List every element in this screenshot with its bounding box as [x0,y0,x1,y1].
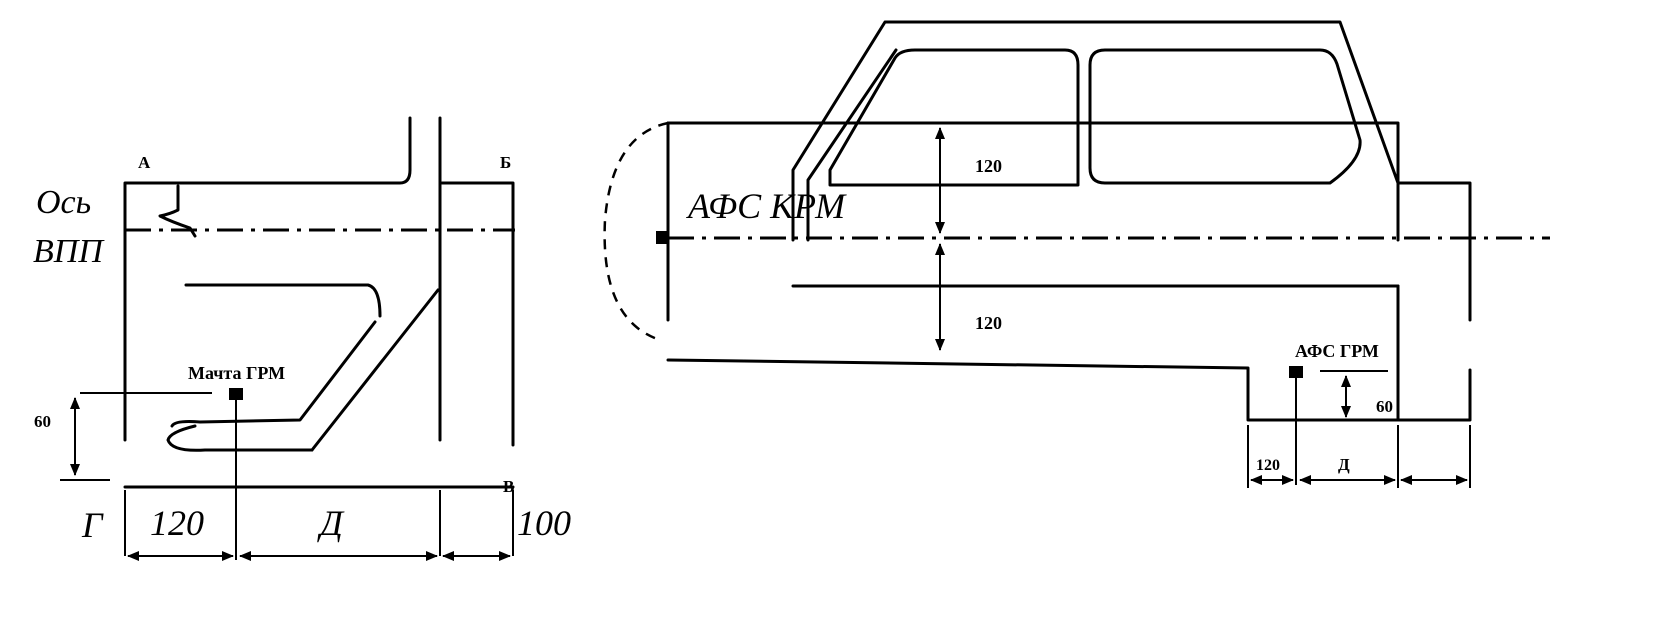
left-taxiway-diag [170,320,377,428]
right-window-left-inner [806,48,898,242]
left-dim-120-label: 120 [150,503,204,543]
left-dim-d-label: Д [317,503,345,543]
right-afs-grm-marker [1289,366,1303,378]
right-afs-grm-label: АФС ГРМ [1295,341,1379,361]
left-mast-marker [229,388,243,400]
right-outline-bottom [666,358,1472,422]
left-axis-label-2: ВПП [33,233,105,270]
left-hook-shape [158,184,197,238]
right-afs-krm-marker [656,231,669,244]
right-roof-outer [791,20,1472,242]
left-point-g: Г [81,505,104,545]
right-window-right [1088,48,1362,185]
left-boundary-right [440,181,515,447]
left-taxiway-diag2 [310,288,440,452]
right-diagram: АФС КРМ 120 120 АФС ГРМ 60 120 Д [603,20,1550,488]
right-dim-120-bottom-label: 120 [975,313,1002,333]
right-window-left [828,48,1080,187]
right-dim-120-top-label: 120 [975,156,1002,176]
right-dim-d-label: Д [1338,455,1350,474]
left-dim-100-label: 100 [517,503,571,543]
left-dim-60-label: 60 [34,412,51,431]
left-point-a: А [138,153,151,172]
left-point-v: В [503,477,514,496]
left-diagram: А Б В Г Ось ВПП Мачта ГРМ 60 120 Д 100 [33,116,571,561]
left-point-b: Б [500,153,511,172]
left-boundary-top-left [123,116,412,442]
right-outline-top [666,121,1400,242]
left-taxiway-top [184,283,382,318]
right-dim-120-label: 120 [1256,457,1280,474]
right-afs-krm-label: АФС КРМ [686,186,847,226]
left-mast-label: Мачта ГРМ [188,363,285,383]
left-axis-label-1: Ось [36,184,91,221]
right-dim-60-label: 60 [1376,397,1393,416]
left-taxiway-loop [166,424,314,452]
